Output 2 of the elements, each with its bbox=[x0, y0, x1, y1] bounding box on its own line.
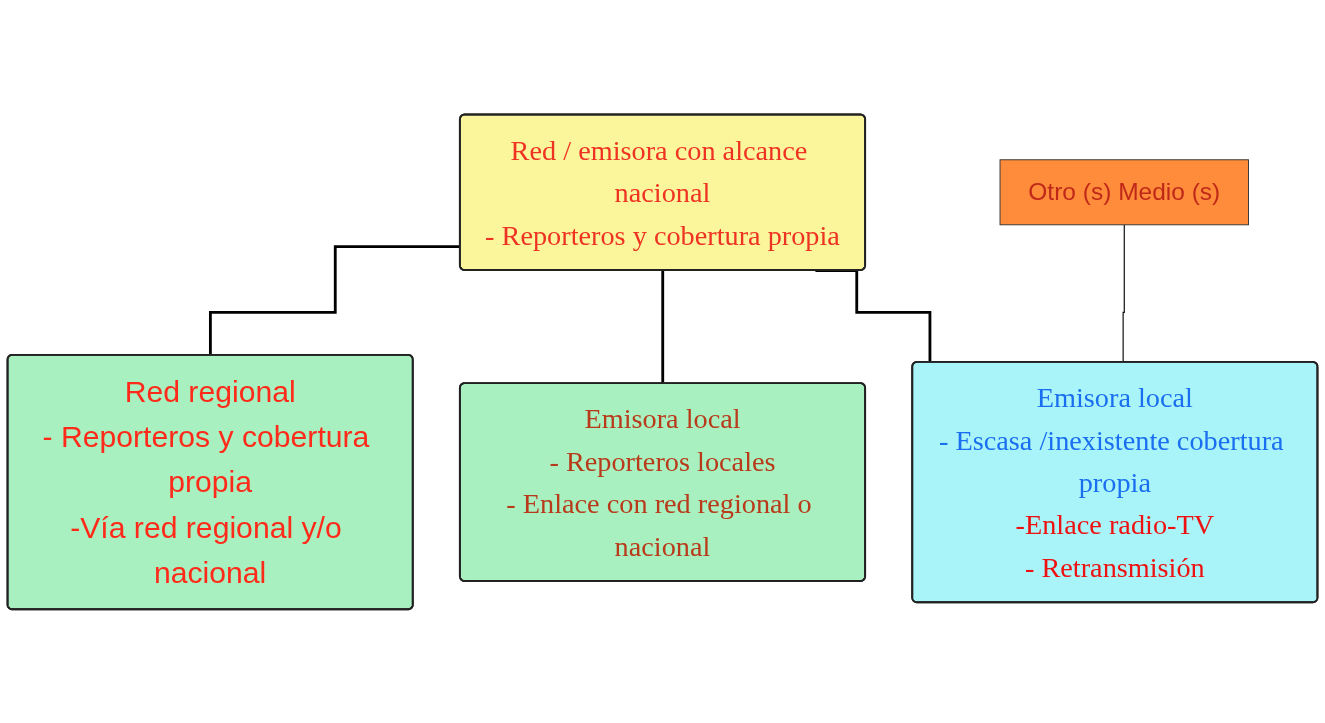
node-box: Otro (s) Medio (s) bbox=[999, 158, 1249, 225]
connector bbox=[1121, 223, 1125, 363]
